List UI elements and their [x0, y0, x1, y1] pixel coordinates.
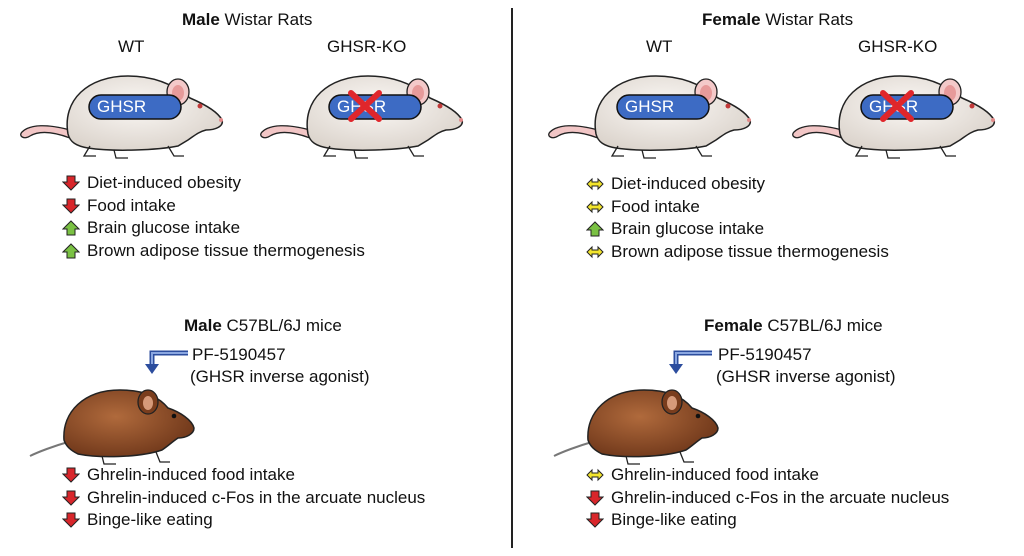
- arrow-down-icon: [586, 490, 604, 506]
- female-drug-name: PF-5190457: [718, 345, 812, 364]
- female-mice-title: Female C57BL/6J mice: [704, 316, 883, 335]
- male-ghsr-ko-label: GHSR-KO: [327, 37, 407, 56]
- male-mouse-icon: [28, 368, 198, 468]
- panel-divider: [511, 8, 513, 548]
- female-drug-description: (GHSR inverse agonist): [716, 367, 896, 386]
- male-rats-title: Male Wistar Rats: [182, 10, 313, 29]
- male-wt-receptor: [88, 94, 182, 120]
- male-wt-receptor-label: GHSR: [97, 97, 147, 116]
- arrow-up-icon: [62, 220, 80, 236]
- male-rat-effect-label: Brown adipose tissue thermogenesis: [87, 240, 365, 260]
- male-rat-effect-label: Food intake: [87, 195, 176, 215]
- arrow-nochange-icon: [586, 176, 604, 192]
- arrow-nochange-icon: [586, 244, 604, 260]
- arrow-down-icon: [62, 512, 80, 528]
- female-rats-title: Female Wistar Rats: [702, 10, 854, 29]
- female-ghsr-ko-label: GHSR-KO: [858, 37, 938, 56]
- arrow-up-icon: [586, 221, 604, 237]
- arrow-down-icon: [62, 175, 80, 191]
- female-rat-effect-label: Brown adipose tissue thermogenesis: [611, 241, 889, 261]
- red-x-icon: [348, 90, 382, 122]
- male-mice-title: Male C57BL/6J mice: [184, 316, 342, 335]
- male-rat-effect-label: Brain glucose intake: [87, 218, 241, 237]
- female-rat-effect-label: Diet-induced obesity: [611, 174, 766, 193]
- female-rat-effect-label: Brain glucose intake: [611, 219, 765, 238]
- female-rat-effect-label: Food intake: [611, 196, 700, 216]
- drug-arrow-icon: [145, 350, 188, 374]
- male-mouse-effect-label: Ghrelin-induced food intake: [87, 465, 295, 484]
- drug-arrow-icon: [669, 350, 712, 374]
- male-wt-label: WT: [118, 37, 145, 56]
- male-mouse-effect-label: Binge-like eating: [87, 510, 213, 529]
- female-mouse-effect-label: Binge-like eating: [611, 510, 737, 529]
- male-rat-effect-label: Diet-induced obesity: [87, 173, 242, 192]
- arrow-down-icon: [586, 512, 604, 528]
- female-wt-receptor-label: GHSR: [625, 97, 675, 116]
- arrow-nochange-icon: [586, 199, 604, 215]
- female-mouse-effect-label: Ghrelin-induced c-Fos in the arcuate nuc…: [611, 487, 950, 507]
- male-mouse-effect-label: Ghrelin-induced c-Fos in the arcuate nuc…: [87, 487, 426, 507]
- female-wt-label: WT: [646, 37, 673, 56]
- arrow-down-icon: [62, 467, 80, 483]
- red-x-icon: [880, 90, 914, 122]
- arrow-down-icon: [62, 198, 80, 214]
- arrow-nochange-icon: [586, 467, 604, 483]
- male-drug-name: PF-5190457: [192, 345, 286, 364]
- male-drug-description: (GHSR inverse agonist): [190, 367, 370, 386]
- female-mouse-icon: [552, 368, 722, 468]
- female-wt-receptor: [616, 94, 710, 120]
- arrow-down-icon: [62, 490, 80, 506]
- arrow-up-icon: [62, 243, 80, 259]
- female-mouse-effect-label: Ghrelin-induced food intake: [611, 465, 819, 484]
